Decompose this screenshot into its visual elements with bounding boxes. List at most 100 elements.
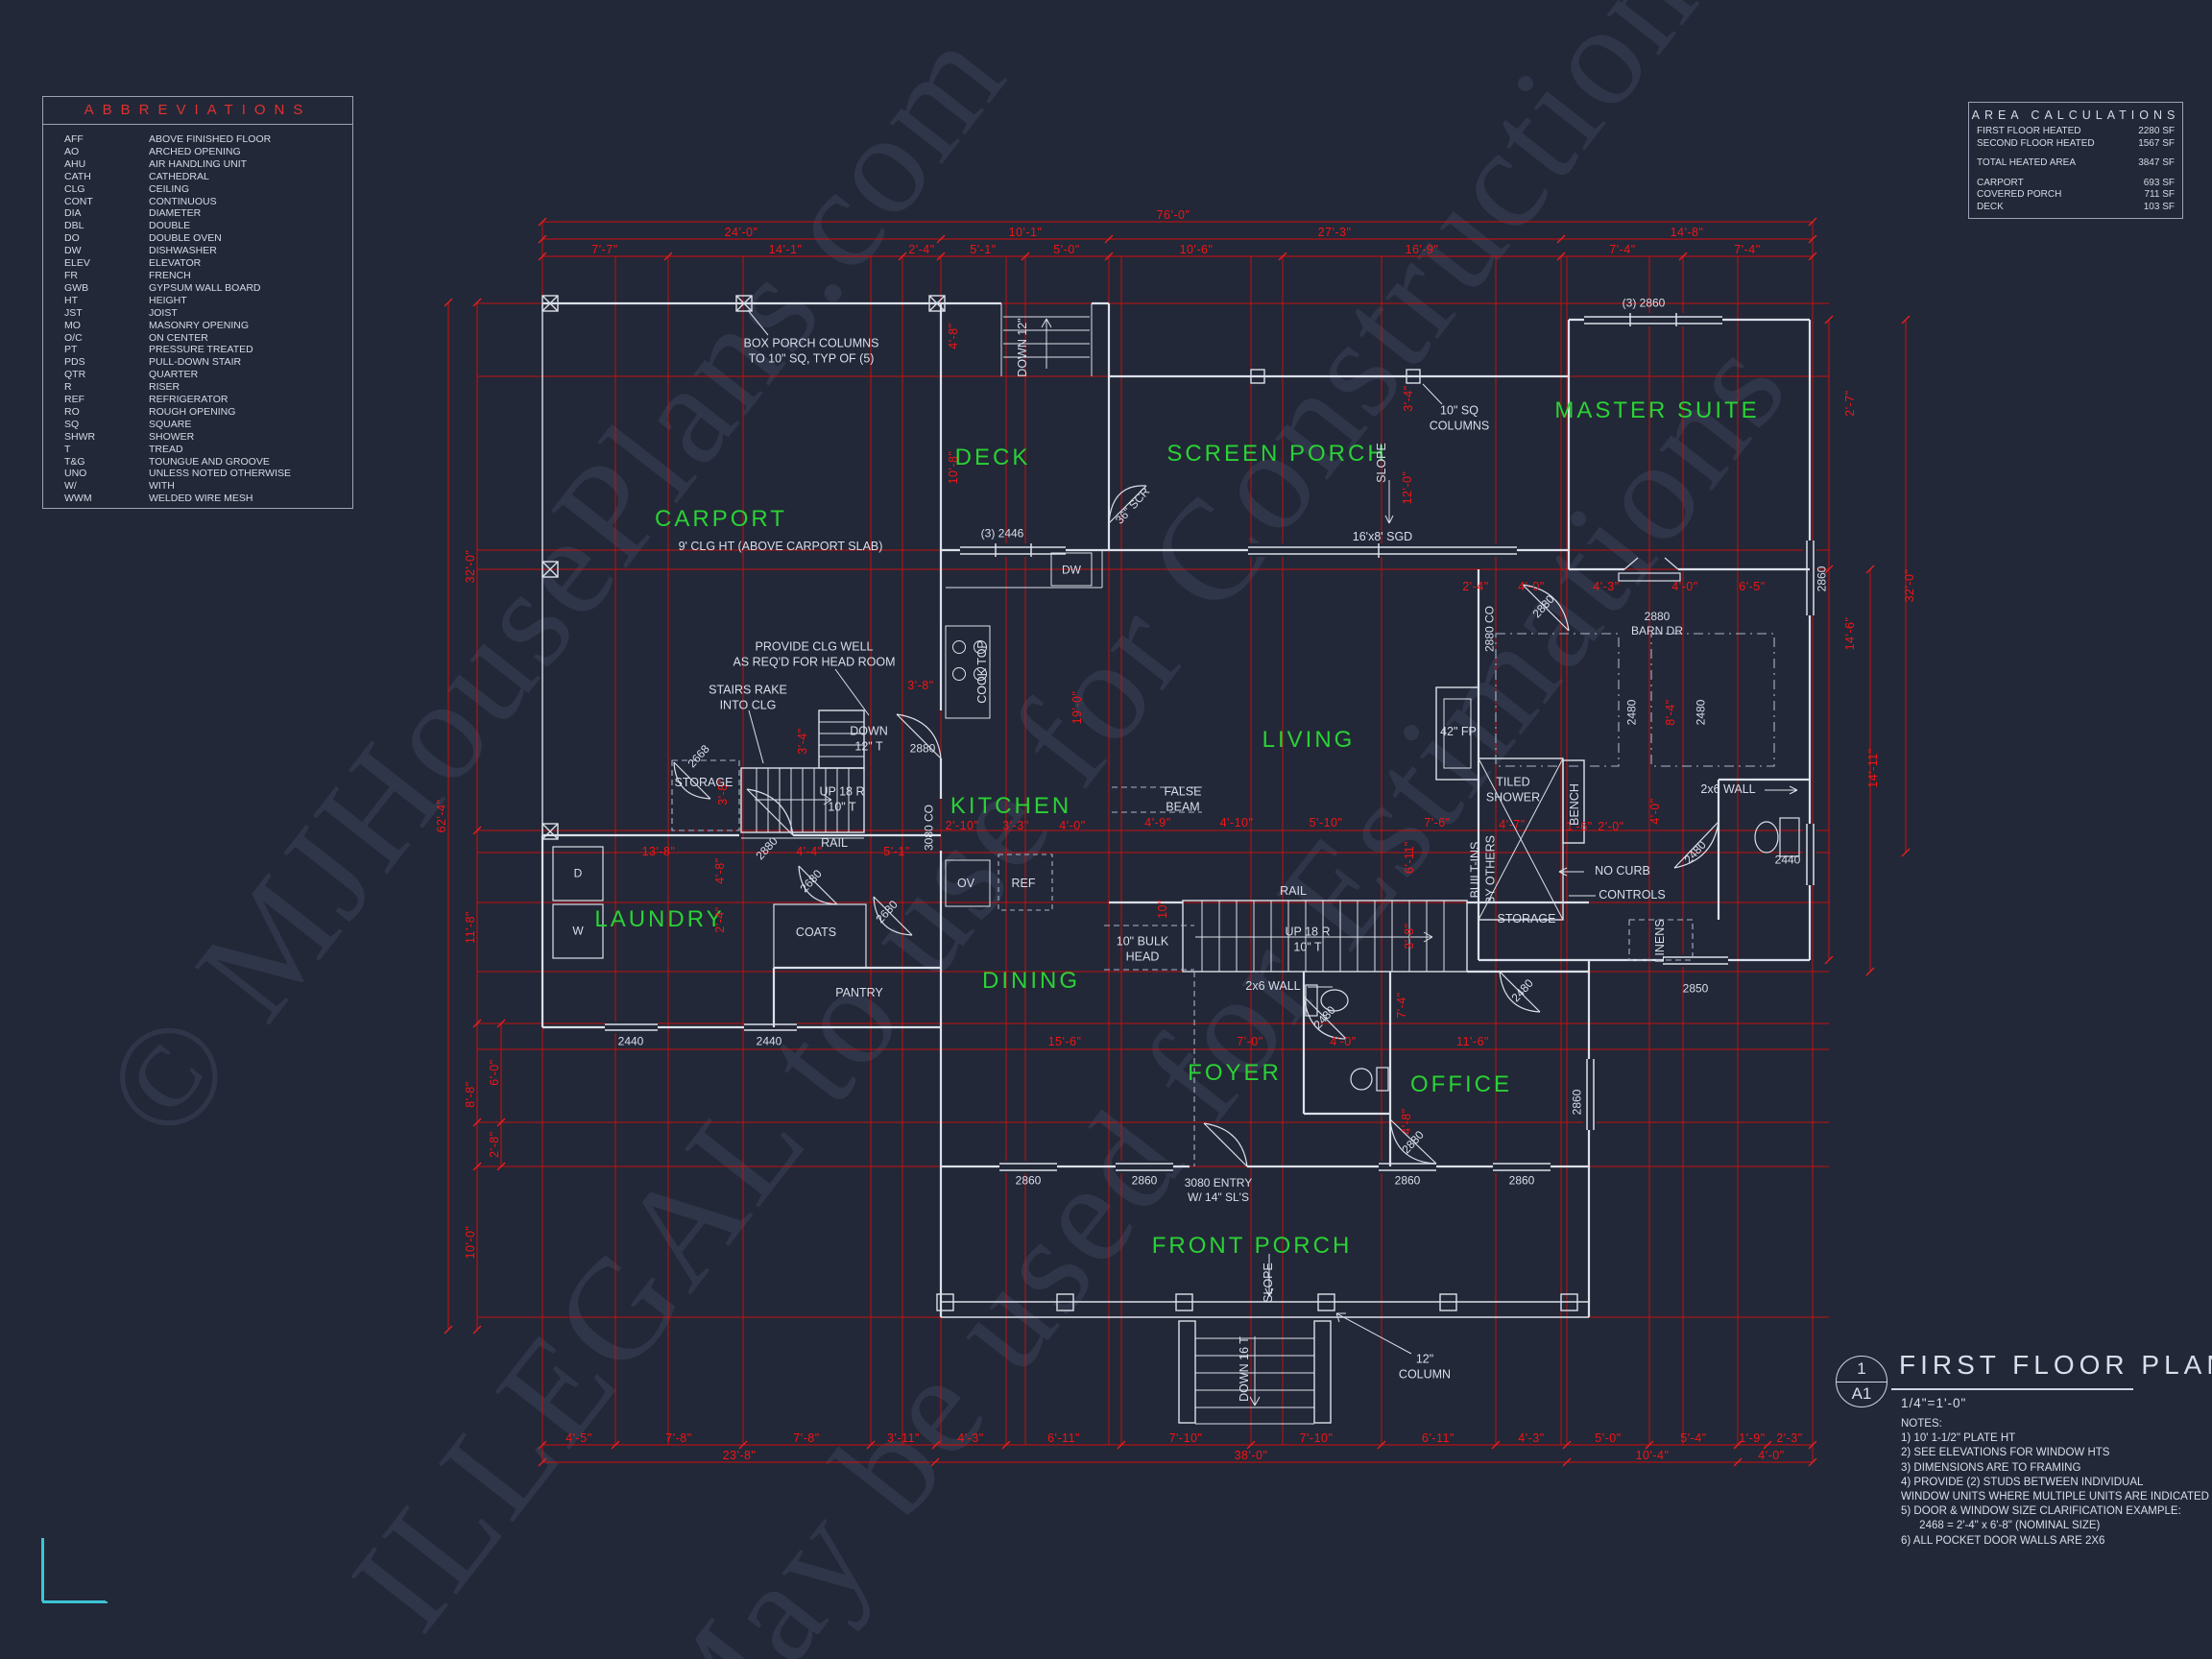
- dim-label: 14'-6": [1843, 616, 1858, 651]
- room-label-foyer: FOYER: [1188, 1060, 1282, 1086]
- ann-label: 12" COLUMN: [1398, 1352, 1452, 1381]
- ann-label: TILED SHOWER: [1485, 775, 1541, 804]
- tag-label: 2440: [1774, 853, 1801, 867]
- tag-label: 2680: [797, 867, 825, 896]
- ann-label: FALSE BEAM: [1164, 784, 1202, 813]
- title-rule: [1891, 1388, 2133, 1390]
- tag-label: (3) 2446: [980, 526, 1024, 541]
- dim-label: 5'-1": [883, 845, 910, 859]
- dim-label: 4'-0": [1518, 580, 1545, 594]
- dim-label: 16'-9": [1405, 243, 1439, 257]
- room-label-screen-porch: SCREEN PORCH: [1166, 441, 1387, 467]
- abbreviation-row: W/WITH: [64, 480, 175, 493]
- dim-label: 4'-10": [1219, 816, 1254, 830]
- dim-label: 2'-8": [488, 1131, 502, 1158]
- dim-label: 3'-3": [1002, 819, 1029, 833]
- dim-label: 7'-6": [1424, 816, 1451, 830]
- tag-label: (3) 2860: [1622, 296, 1666, 310]
- sheet-number: A1: [1851, 1384, 1872, 1403]
- dim-label: 10'-6": [1179, 243, 1214, 257]
- tag-label: DW: [1062, 563, 1081, 577]
- note-line: WINDOW UNITS WHERE MULTIPLE UNITS ARE IN…: [1901, 1491, 2209, 1503]
- drawing-title: FIRST FLOOR PLAN: [1899, 1350, 2212, 1380]
- tag-label: W: [572, 924, 584, 938]
- dim-label: 7'-4": [1734, 243, 1761, 257]
- ann-label: BENCH: [1568, 783, 1582, 826]
- dim-label: 23'-8": [722, 1449, 757, 1463]
- dim-label: 4'-0": [1648, 798, 1663, 825]
- dim-label: 3'-11": [887, 1431, 920, 1446]
- area-row: [1977, 170, 2175, 178]
- note-line: 4) PROVIDE (2) STUDS BETWEEN INDIVIDUAL: [1901, 1476, 2144, 1488]
- dim-label: 7'-4": [1395, 992, 1409, 1019]
- dim-label: 10'-1": [1008, 226, 1043, 240]
- dim-label: 4'-8": [713, 857, 728, 884]
- ann-label: STORAGE: [674, 776, 733, 790]
- ann-label: CONTROLS: [1599, 888, 1666, 902]
- room-label-living: LIVING: [1262, 727, 1356, 753]
- dim-label: 4'-0": [1059, 819, 1086, 833]
- dim-label: 1'-6": [1566, 820, 1593, 834]
- room-label-office: OFFICE: [1410, 1071, 1512, 1097]
- tag-label: 2680: [873, 898, 901, 926]
- dim-label: 24'-0": [724, 226, 758, 240]
- ann-label: 2x6 WALL: [1700, 782, 1756, 797]
- dim-label: 2'-7": [1843, 390, 1858, 417]
- ann-label: DOWN 12": [1016, 318, 1030, 377]
- dim-label: 4'-3": [1593, 580, 1620, 594]
- dim-label: 10'-0": [464, 1225, 478, 1260]
- dim-label: 19'-0": [1070, 690, 1085, 725]
- dim-label: 4'-0": [1758, 1449, 1785, 1463]
- walls: [541, 301, 1812, 1317]
- dim-label: 62'-4": [435, 799, 449, 833]
- dim-label: 3'-4": [1402, 385, 1416, 412]
- ann-label: BUILT-INS BY OTHERS: [1468, 834, 1497, 905]
- dim-label: 15'-6": [1047, 1035, 1082, 1049]
- dim-label: 3'-4": [796, 728, 810, 755]
- detail-number: 1: [1837, 1357, 1887, 1382]
- ann-label: RAIL: [1280, 884, 1307, 899]
- detail-bubble: 1 A1: [1836, 1356, 1887, 1407]
- dim-label: 2'-10": [945, 819, 979, 833]
- dim-label: 38'-0": [1234, 1449, 1268, 1463]
- ann-label: DOWN 12" T: [850, 724, 888, 753]
- ann-label: 9' CLG HT (ABOVE CARPORT SLAB): [678, 540, 883, 554]
- note-line: 1) 10' 1-1/2" PLATE HT: [1901, 1432, 2016, 1445]
- dim-label: 2'-4": [908, 243, 935, 257]
- tag-label: 2860: [1508, 1173, 1535, 1188]
- ann-label: SLOPE: [1262, 1262, 1276, 1303]
- dim-label: 8'-8": [464, 1081, 478, 1108]
- tag-label: 2480: [1310, 1003, 1338, 1032]
- dim-label: 14'-8": [1670, 226, 1704, 240]
- sheet-corner-mark: [42, 1538, 108, 1603]
- room-label-master-suite: MASTER SUITE: [1554, 397, 1760, 423]
- abbreviations-title: ABBREVIATIONS: [43, 97, 352, 125]
- dim-label: 7'-7": [591, 243, 618, 257]
- ann-label: 10" SQ COLUMNS: [1429, 403, 1490, 432]
- tag-label: 2860: [1394, 1173, 1421, 1188]
- note-line: 2468 = 2'-4" x 6'-8" (NOMINAL SIZE): [1901, 1520, 2101, 1532]
- tag-label: 2480: [1624, 699, 1639, 726]
